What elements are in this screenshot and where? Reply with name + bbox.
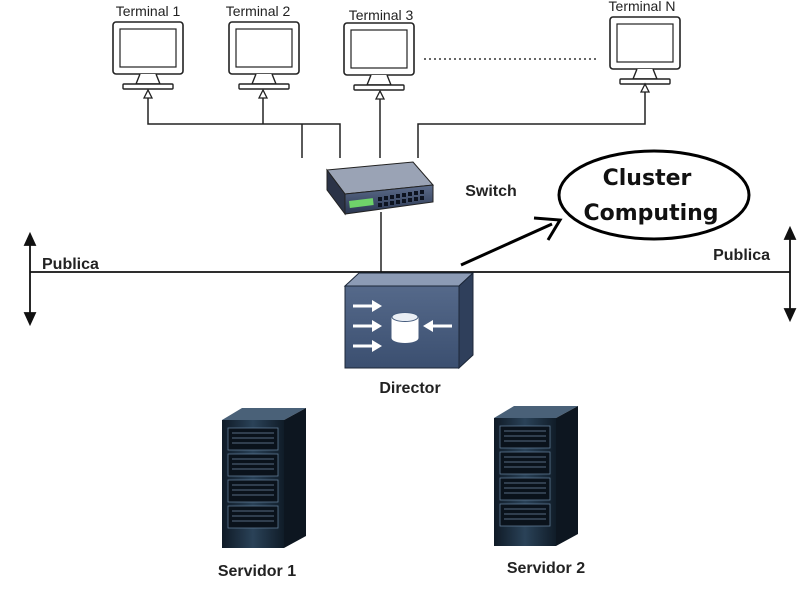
connector-arrowheads <box>142 82 651 100</box>
terminal-1-label: Terminal 1 <box>116 3 181 19</box>
monitor-icon <box>112 21 184 90</box>
monitor-icon <box>228 21 300 90</box>
terminal-1: Terminal 1 <box>112 3 184 90</box>
load-balancer-icon <box>343 271 475 370</box>
server-1: Servidor 1 <box>218 408 306 580</box>
terminal-n-label: Terminal N <box>609 0 676 14</box>
left-double-arrow-icon <box>23 231 37 327</box>
public-label-left: Publica <box>42 256 99 273</box>
terminal-3: Terminal 3 <box>343 7 415 91</box>
terminal-connectors <box>147 87 646 158</box>
director-label: Director <box>379 380 440 397</box>
server-1-label: Servidor 1 <box>218 563 296 580</box>
switch-icon <box>326 161 435 216</box>
terminal-2-label: Terminal 2 <box>226 3 291 19</box>
switch-label: Switch <box>465 183 517 200</box>
callout-line-2: Computing <box>583 201 718 226</box>
database-icon <box>391 312 419 343</box>
server-rack-icon <box>222 408 306 548</box>
terminal-2: Terminal 2 <box>226 3 300 90</box>
director: Director <box>343 271 475 397</box>
server-rack-icon <box>494 406 578 546</box>
terminal-n: Terminal N <box>609 0 681 85</box>
terminal-3-label: Terminal 3 <box>349 7 414 23</box>
callout-arrow <box>460 222 553 267</box>
public-label-right: Publica <box>713 247 770 264</box>
callout-line-1: Cluster <box>603 166 692 191</box>
switch: Switch <box>326 161 517 216</box>
server-2: Servidor 2 <box>494 406 585 577</box>
server-2-label: Servidor 2 <box>507 560 585 577</box>
cluster-computing-callout: Cluster Computing <box>460 149 751 267</box>
monitor-icon <box>609 16 681 85</box>
monitor-icon <box>343 22 415 91</box>
right-double-arrow-icon <box>783 225 797 323</box>
public-network: Publica Publica <box>23 225 797 327</box>
arrowhead-icon <box>533 216 563 241</box>
